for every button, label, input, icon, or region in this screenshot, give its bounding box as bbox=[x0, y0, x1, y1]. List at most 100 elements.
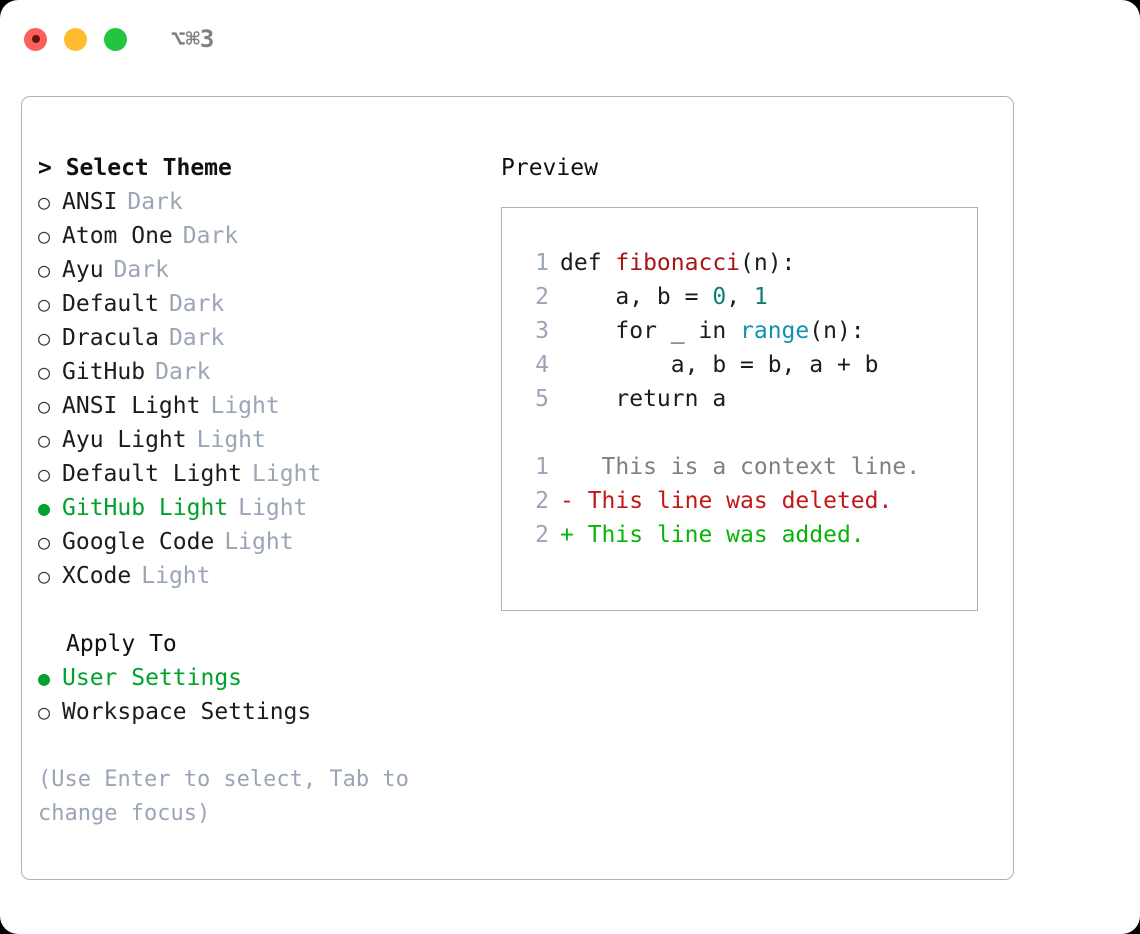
diff-sign bbox=[560, 454, 574, 480]
theme-option-tag: Dark bbox=[155, 359, 211, 385]
radio-unselected-icon: ○ bbox=[38, 224, 51, 248]
theme-option-xcode[interactable]: ○ XCode Light bbox=[38, 559, 478, 593]
code-diff-spacer bbox=[521, 416, 977, 450]
preview-title: Preview bbox=[501, 155, 598, 181]
radio-unselected-icon: ○ bbox=[38, 190, 51, 214]
theme-option-tag: Light bbox=[196, 427, 266, 453]
theme-option-label: Ayu Light bbox=[62, 427, 187, 453]
line-number: 3 bbox=[535, 318, 549, 344]
theme-option-tag: Dark bbox=[182, 223, 239, 249]
title-bar: ⌥⌘3 bbox=[0, 0, 1140, 78]
diff-line-added: 2 + This line was added. bbox=[521, 518, 977, 552]
apply-to-option-label: Workspace Settings bbox=[62, 699, 312, 725]
apply-to-option-label: User Settings bbox=[62, 665, 243, 691]
diff-sign: + bbox=[560, 522, 574, 548]
theme-option-tag: Light bbox=[141, 563, 211, 589]
diff-line-content: This is a context line. bbox=[560, 450, 921, 484]
code-line: 2 a, b = 0, 1 bbox=[521, 280, 977, 314]
line-number: 4 bbox=[535, 352, 549, 378]
code-token-plain: a, b = bbox=[560, 284, 713, 310]
diff-sign: - bbox=[560, 488, 574, 514]
theme-option-label: GitHub bbox=[62, 359, 146, 385]
radio-unselected-icon: ○ bbox=[38, 258, 51, 282]
theme-option-label: Default bbox=[62, 291, 159, 317]
radio-unselected-icon: ○ bbox=[38, 700, 51, 724]
select-theme-header: > Select Theme bbox=[38, 155, 232, 181]
line-number: 1 bbox=[535, 250, 549, 276]
close-button-icon[interactable] bbox=[24, 27, 47, 51]
diff-line-context: 1 This is a context line. bbox=[521, 450, 977, 484]
apply-to-option-user-settings[interactable]: ● User Settings bbox=[38, 661, 478, 695]
radio-unselected-icon: ○ bbox=[38, 564, 51, 588]
code-token-num: 0 bbox=[712, 284, 727, 310]
window-title: ⌥⌘3 bbox=[171, 25, 215, 53]
radio-unselected-icon: ○ bbox=[38, 360, 51, 384]
code-token-plain: def bbox=[560, 250, 616, 276]
apply-to-option-workspace-settings[interactable]: ○ Workspace Settings bbox=[38, 695, 478, 729]
diff-text: This line was added. bbox=[573, 522, 865, 548]
code-token-plain: return a bbox=[560, 386, 727, 412]
theme-option-tag: Dark bbox=[127, 189, 183, 215]
minimize-button-icon[interactable] bbox=[64, 27, 87, 51]
apply-to-header: Apply To bbox=[66, 631, 177, 657]
theme-option-ayu-light[interactable]: ○ Ayu Light Light bbox=[38, 423, 478, 457]
theme-option-label: Atom One bbox=[62, 223, 173, 249]
theme-option-label: Dracula bbox=[62, 325, 159, 351]
code-line-content: for _ in range(n): bbox=[560, 314, 865, 348]
theme-option-tag: Light bbox=[252, 461, 322, 487]
line-number: 2 bbox=[535, 284, 549, 310]
radio-unselected-icon: ○ bbox=[38, 462, 51, 486]
code-token-plain: (n): bbox=[740, 250, 796, 276]
code-token-plain: (n): bbox=[809, 318, 865, 344]
theme-option-label: ANSI Light bbox=[62, 393, 201, 419]
code-line-content: def fibonacci(n): bbox=[560, 246, 795, 280]
code-token-plain: a, b = b, a + b bbox=[560, 352, 879, 378]
theme-option-tag: Dark bbox=[168, 325, 225, 351]
radio-selected-icon: ● bbox=[38, 666, 51, 690]
code-line-content: a, b = 0, 1 bbox=[560, 280, 767, 314]
diff-sample: 1 This is a context line.2- This line wa… bbox=[521, 450, 977, 552]
theme-option-label: XCode bbox=[62, 563, 132, 589]
theme-option-tag: Dark bbox=[113, 257, 169, 283]
theme-option-tag: Light bbox=[238, 495, 308, 521]
code-line: 5 return a bbox=[521, 382, 977, 416]
code-token-plain: for _ in bbox=[560, 318, 741, 344]
theme-option-tag: Light bbox=[224, 529, 294, 555]
diff-line-content: - This line was deleted. bbox=[560, 484, 892, 518]
theme-option-tag: Dark bbox=[168, 291, 225, 317]
section-spacer bbox=[38, 593, 478, 627]
theme-option-github[interactable]: ○ GitHub Dark bbox=[38, 355, 478, 389]
theme-option-label: Google Code bbox=[62, 529, 215, 555]
line-number: 5 bbox=[535, 386, 549, 412]
code-token-fn: fibonacci bbox=[615, 250, 741, 276]
code-line: 1 def fibonacci(n): bbox=[521, 246, 977, 280]
line-number: 2 bbox=[535, 522, 549, 548]
radio-unselected-icon: ○ bbox=[38, 428, 51, 452]
code-token-call: range bbox=[740, 318, 810, 344]
code-line: 3 for _ in range(n): bbox=[521, 314, 977, 348]
theme-option-label: GitHub Light bbox=[62, 495, 229, 521]
diff-text: This line was deleted. bbox=[573, 488, 893, 514]
code-token-plain: , bbox=[726, 284, 754, 310]
theme-option-atom-one[interactable]: ○ Atom One Dark bbox=[38, 219, 478, 253]
zoom-button-icon[interactable] bbox=[104, 27, 127, 51]
keyboard-hint: (Use Enter to select, Tab to change focu… bbox=[38, 767, 409, 826]
code-line: 4 a, b = b, a + b bbox=[521, 348, 977, 382]
line-number: 2 bbox=[535, 488, 549, 514]
diff-line-content: + This line was added. bbox=[560, 518, 865, 552]
